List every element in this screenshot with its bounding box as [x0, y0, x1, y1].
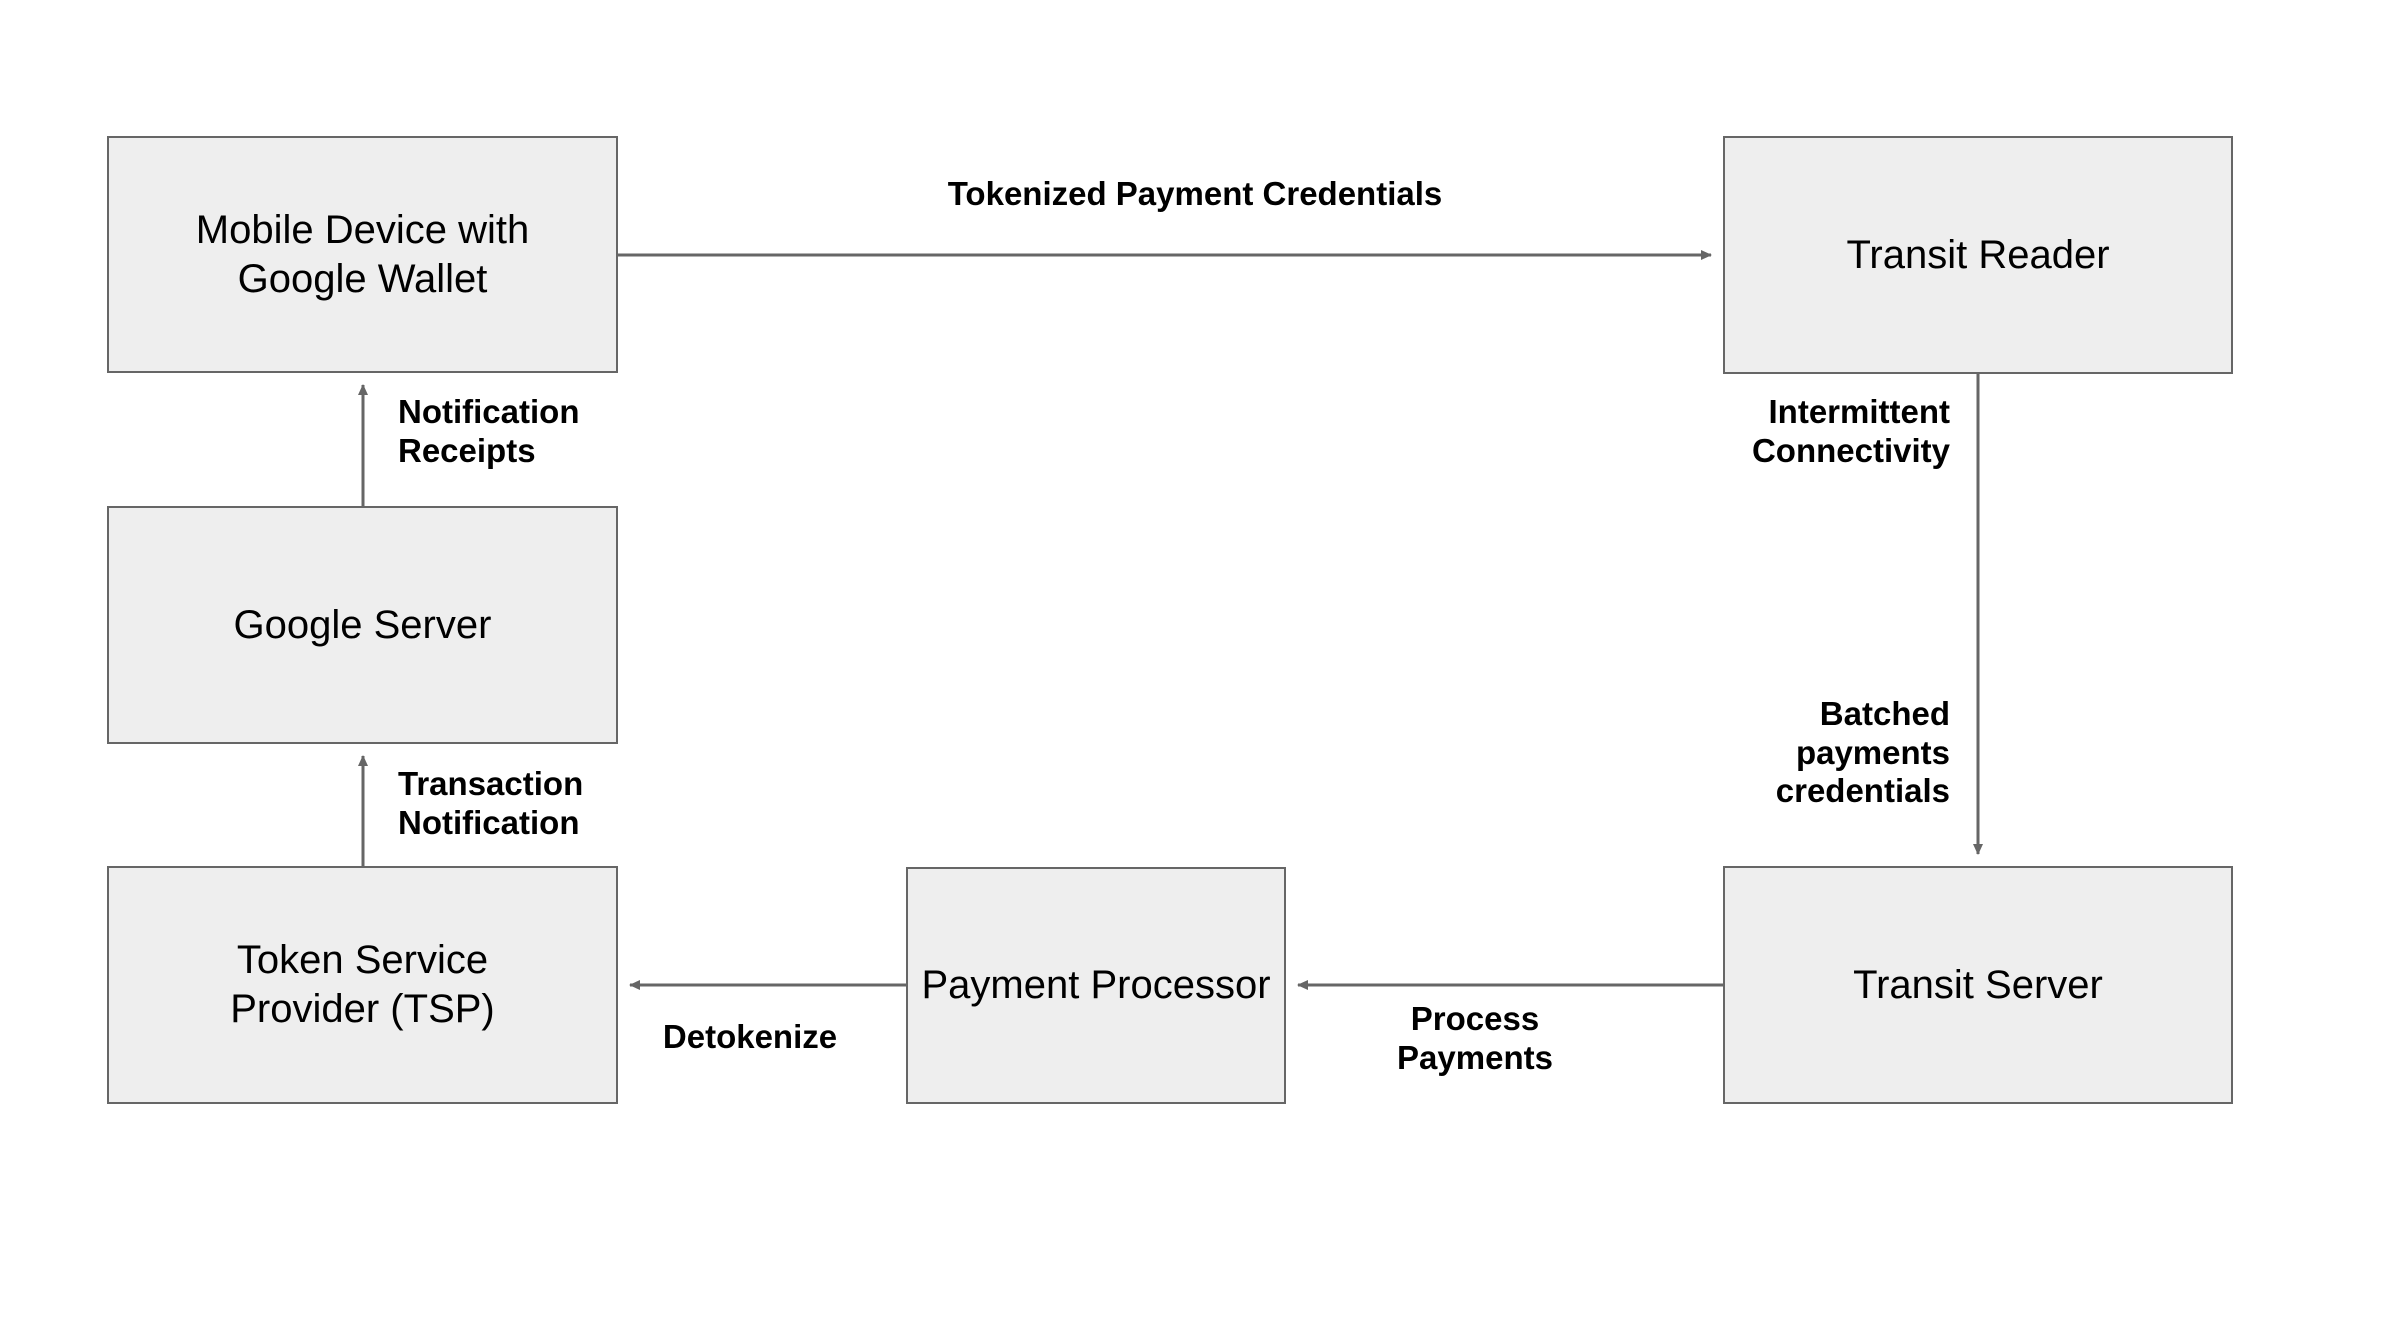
edge-label-notification-receipts: Notification Receipts [398, 393, 580, 469]
node-label: Payment Processor [921, 963, 1271, 1008]
edge-label-tokenized-payment-credentials: Tokenized Payment Credentials [947, 175, 1443, 212]
node-transit-server[interactable]: Transit Server [1723, 866, 2233, 1104]
node-label: Google Server [233, 602, 492, 647]
node-google-server[interactable]: Google Server [107, 506, 618, 744]
edge-label-batched-payments-credentials: Batched payments credentials [1775, 695, 1950, 810]
node-payment-processor[interactable]: Payment Processor [906, 867, 1286, 1104]
node-label: Mobile Device with Google Wallet [195, 207, 530, 301]
node-label: Transit Server [1853, 962, 2103, 1007]
edge-label-intermittent-connectivity: Intermittent Connectivity [1751, 393, 1950, 469]
node-mobile-device-with-google-wallet[interactable]: Mobile Device with Google Wallet [107, 136, 618, 373]
node-label: Token Service Provider (TSP) [230, 938, 495, 1031]
node-transit-reader[interactable]: Transit Reader [1723, 136, 2233, 374]
edge-label-transaction-notification: Transaction Notification [398, 765, 584, 841]
node-label: Transit Reader [1846, 232, 2110, 277]
edge-label-detokenize: Detokenize [662, 1018, 838, 1055]
node-token-service-provider[interactable]: Token Service Provider (TSP) [107, 866, 618, 1104]
edge-label-process-payments: Process Payments [1397, 1000, 1553, 1076]
